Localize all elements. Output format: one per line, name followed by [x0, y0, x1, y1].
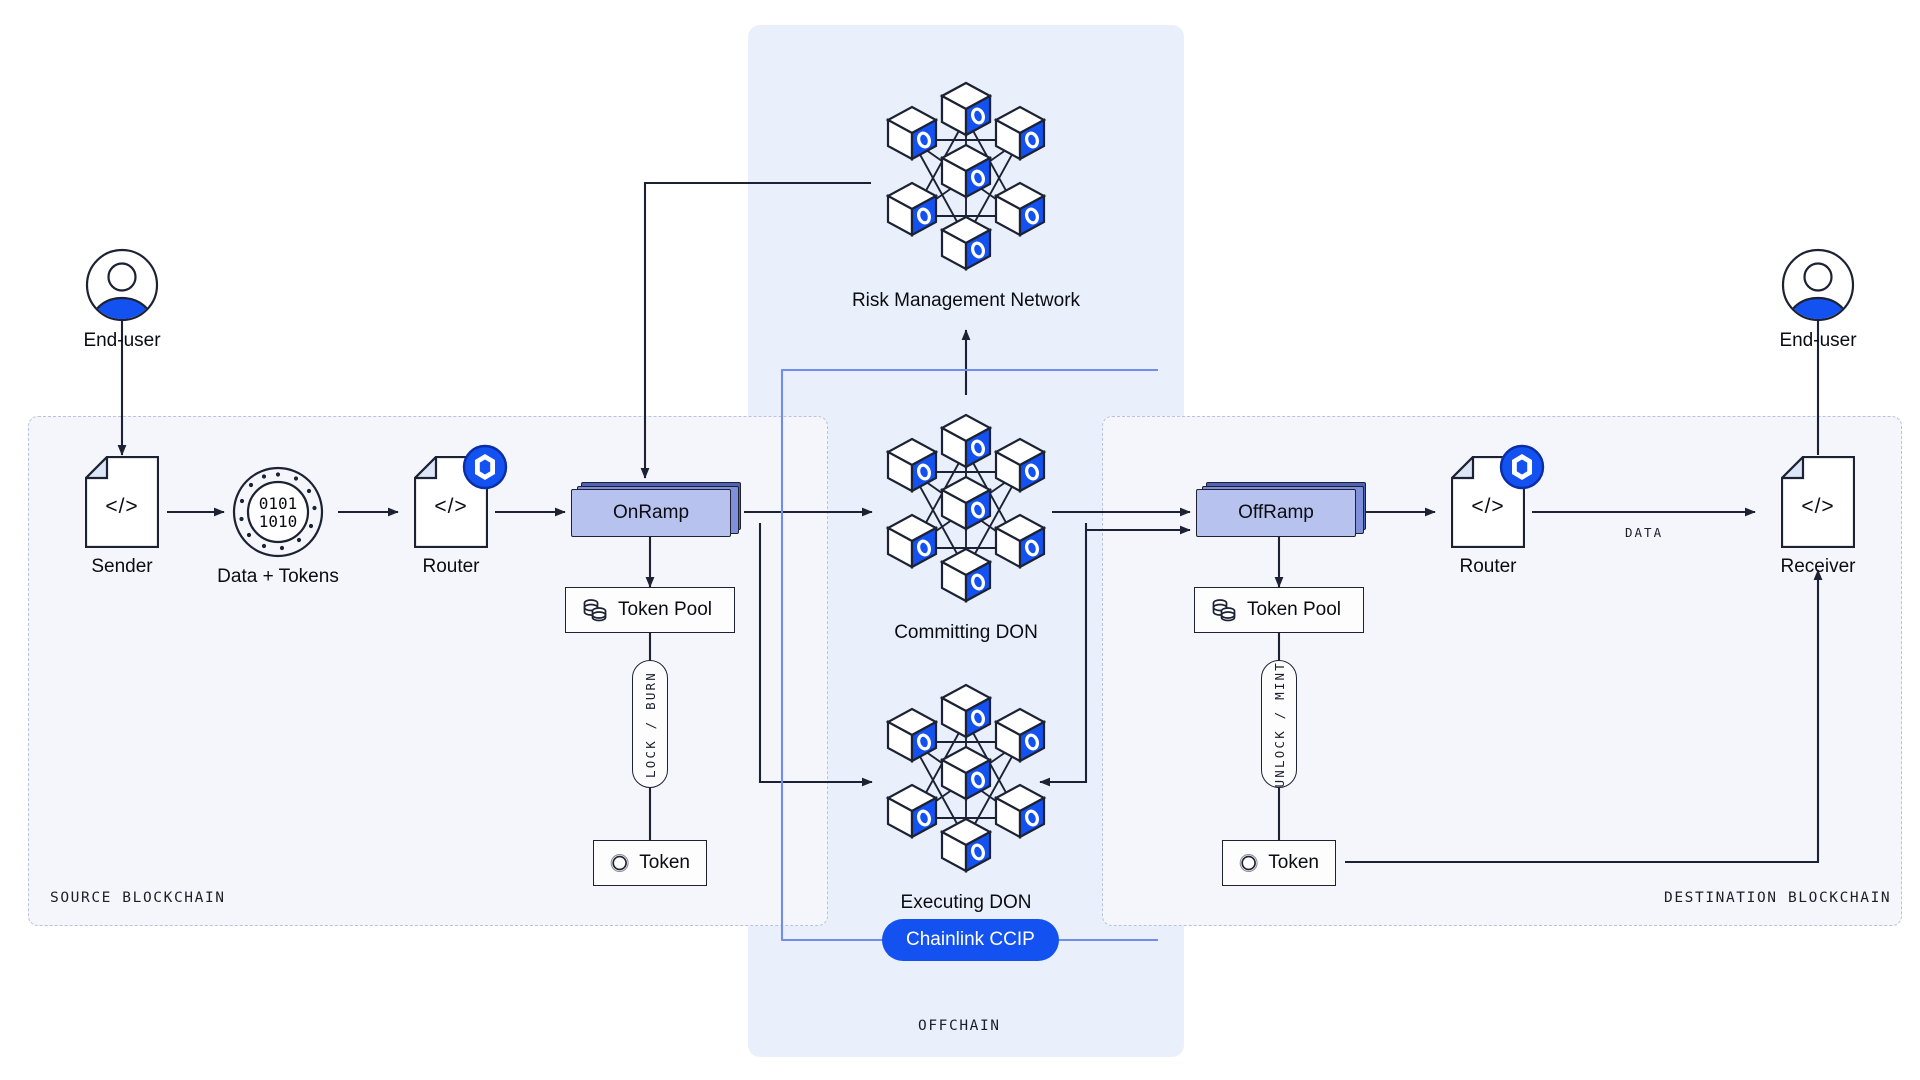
dest-token-pool-label: Token Pool: [1247, 599, 1342, 620]
dest-end-user-label: End-user: [1779, 330, 1857, 351]
coin-stack-icon: [1212, 599, 1236, 622]
risk-management-network-node[interactable]: Risk Management Network: [852, 78, 1080, 311]
token-ring-icon: [610, 854, 629, 872]
binary-line-2: 1010: [259, 512, 298, 531]
source-token-pool-node[interactable]: Token Pool: [565, 587, 735, 633]
node-network-icon: [885, 683, 1047, 873]
executing-don-node[interactable]: Executing DON: [866, 680, 1066, 913]
user-avatar-icon: [1781, 248, 1855, 322]
chainlink-hexagon-icon: [462, 444, 508, 490]
user-avatar-icon: [85, 248, 159, 322]
chainlink-hexagon-icon: [1499, 444, 1545, 490]
sender-label: Sender: [91, 556, 153, 577]
receiver-node[interactable]: </> Receiver: [1779, 454, 1856, 577]
risk-management-network-label: Risk Management Network: [851, 290, 1081, 311]
data-tokens-node[interactable]: 0101 1010 Data + Tokens: [217, 466, 339, 587]
source-token-pool-label: Token Pool: [618, 599, 713, 620]
source-router-label: Router: [422, 556, 480, 577]
dest-token-node[interactable]: Token: [1222, 840, 1336, 886]
data-tokens-label: Data + Tokens: [217, 566, 339, 587]
coin-stack-icon: [583, 599, 607, 622]
offchain-zone-label: OFFCHAIN: [918, 1018, 1001, 1034]
receiver-label: Receiver: [1780, 556, 1856, 577]
source-end-user-label: End-user: [83, 330, 161, 351]
dest-token-label: Token: [1268, 852, 1319, 873]
lock-burn-capsule: LOCK / BURN: [632, 660, 668, 788]
destination-zone-label: DESTINATION BLOCKCHAIN: [1664, 890, 1892, 906]
executing-don-label: Executing DON: [900, 892, 1032, 913]
committing-don-node[interactable]: Committing DON: [866, 410, 1066, 643]
sender-node[interactable]: </> Sender: [83, 454, 160, 577]
svg-text:</>: </>: [105, 495, 138, 518]
chainlink-ccip-badge[interactable]: Chainlink CCIP: [882, 919, 1059, 961]
dest-token-pool-node[interactable]: Token Pool: [1194, 587, 1364, 633]
svg-text:</>: </>: [1801, 495, 1834, 518]
unlock-mint-capsule: UNLOCK / MINT: [1261, 660, 1297, 788]
data-edge-label: DATA: [1625, 525, 1664, 540]
node-network-icon: [885, 81, 1047, 271]
source-zone-label: SOURCE BLOCKCHAIN: [50, 890, 226, 906]
token-ring-icon: [1239, 854, 1258, 872]
svg-text:</>: </>: [1471, 495, 1504, 518]
offramp-label: OffRamp: [1196, 489, 1356, 537]
node-network-icon: [885, 413, 1047, 603]
source-end-user[interactable]: End-user: [83, 248, 161, 351]
code-document-icon: </>: [1779, 454, 1856, 549]
offramp-node[interactable]: OffRamp: [1196, 482, 1366, 537]
onramp-node[interactable]: OnRamp: [571, 482, 741, 537]
committing-don-label: Committing DON: [894, 622, 1038, 643]
source-token-label: Token: [639, 852, 690, 873]
binary-line-1: 0101: [259, 494, 298, 513]
lock-burn-label: LOCK / BURN: [642, 670, 658, 778]
dest-router-node[interactable]: </> Router: [1449, 444, 1545, 577]
dest-end-user[interactable]: End-user: [1779, 248, 1857, 351]
binary-coin-icon: 0101 1010: [232, 466, 324, 558]
dest-router-label: Router: [1459, 556, 1517, 577]
source-router-node[interactable]: </> Router: [412, 444, 508, 577]
onramp-label: OnRamp: [571, 489, 731, 537]
svg-text:</>: </>: [434, 495, 467, 518]
source-token-node[interactable]: Token: [593, 840, 707, 886]
code-document-icon: </>: [83, 454, 160, 549]
unlock-mint-label: UNLOCK / MINT: [1271, 660, 1287, 788]
